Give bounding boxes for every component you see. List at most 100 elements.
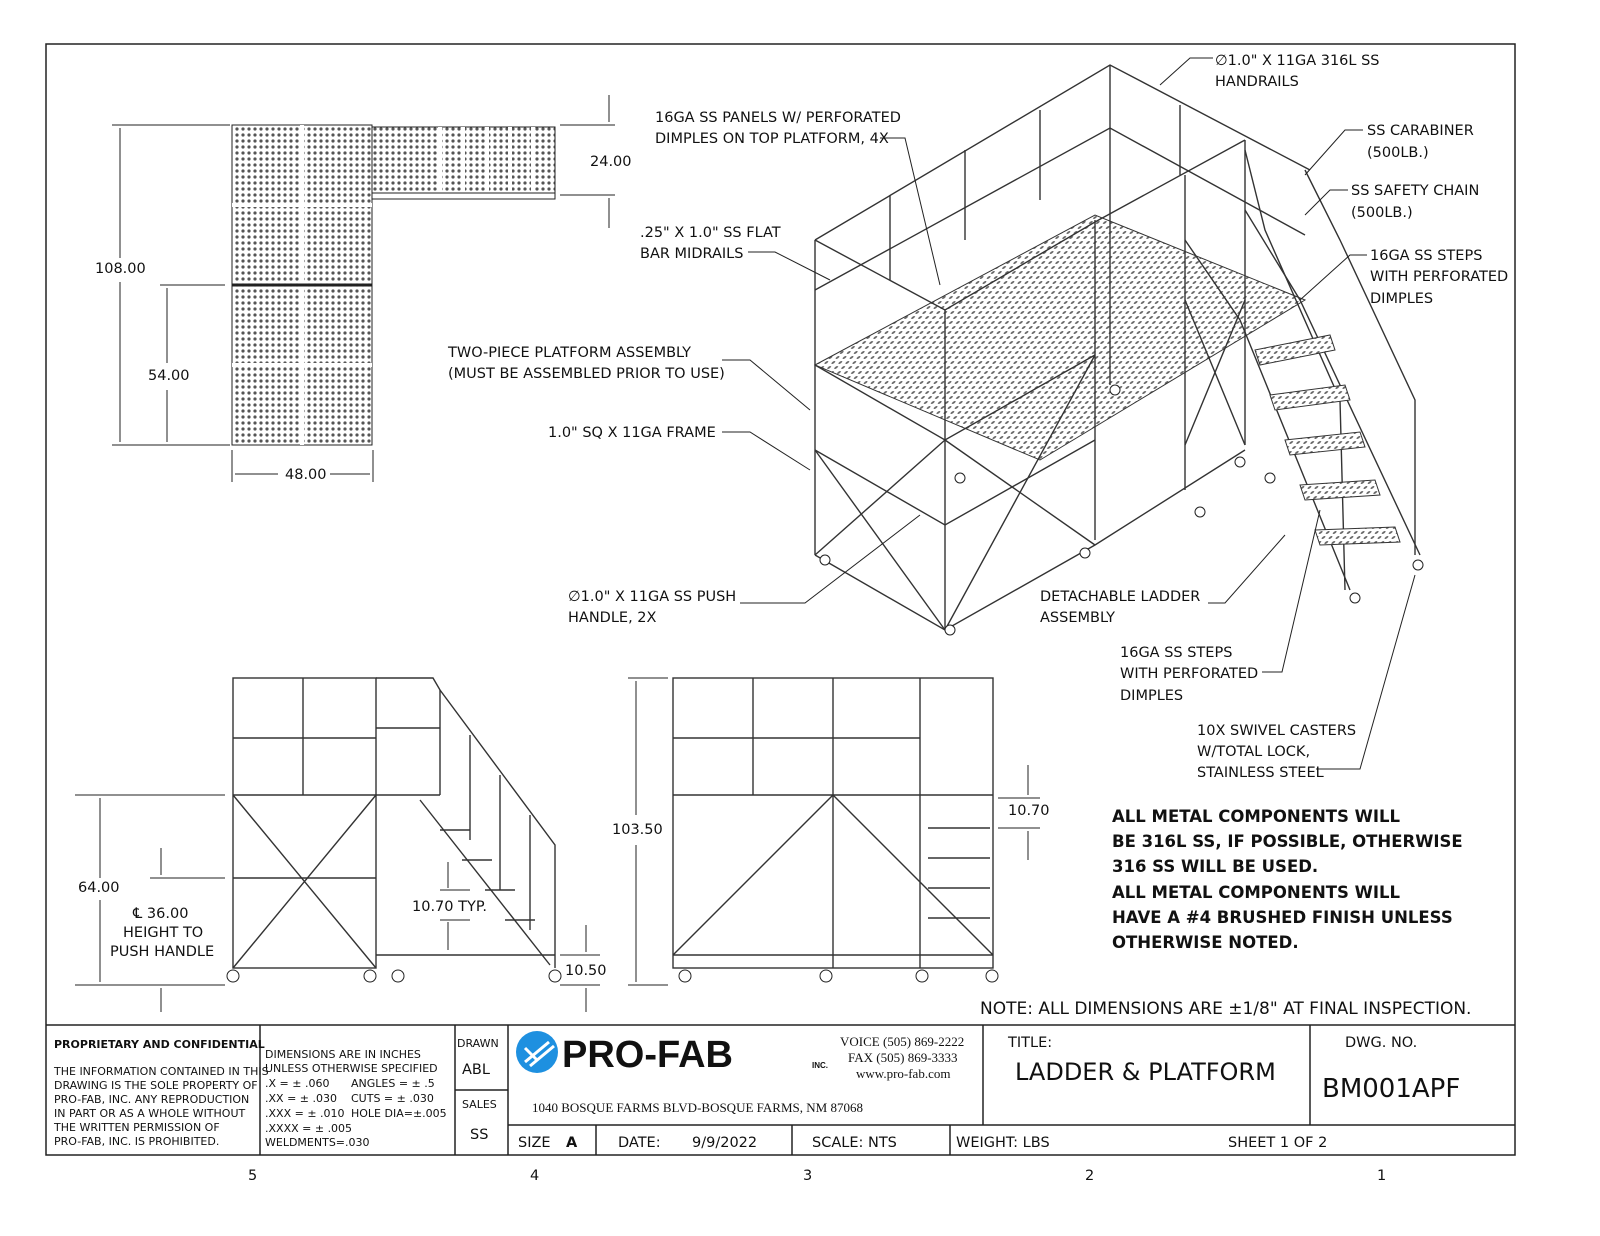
size-label: SIZE xyxy=(518,1135,551,1151)
svg-text:2: 2 xyxy=(1085,1168,1094,1184)
sales-label: SALES xyxy=(462,1098,497,1111)
front-view xyxy=(672,677,994,969)
voice-phone: VOICE (505) 869-2222 xyxy=(840,1034,964,1049)
svg-text:316 SS WILL BE USED.: 316 SS WILL BE USED. xyxy=(1112,857,1318,876)
svg-text:.XX = ± .030: .XX = ± .030 xyxy=(265,1092,337,1105)
svg-text:BE 316L SS, IF POSSIBLE, OTHER: BE 316L SS, IF POSSIBLE, OTHERWISE xyxy=(1112,832,1463,851)
proprietary-block: PROPRIETARY AND CONFIDENTIAL THE INFORMA… xyxy=(53,1038,269,1148)
svg-text:10X SWIVEL CASTERS: 10X SWIVEL CASTERS xyxy=(1197,723,1356,739)
dwg-no: BM001APF xyxy=(1322,1074,1460,1104)
svg-text:INC.: INC. xyxy=(812,1061,828,1070)
svg-text:DRAWING IS THE SOLE PROPERTY O: DRAWING IS THE SOLE PROPERTY OF xyxy=(54,1079,258,1092)
sales-value: SS xyxy=(470,1127,488,1143)
side-view xyxy=(232,677,556,969)
address: 1040 BOSQUE FARMS BLVD-BOSQUE FARMS, NM … xyxy=(532,1100,863,1115)
svg-text:HANDRAILS: HANDRAILS xyxy=(1215,74,1299,90)
dim-step-typ: 10.70 TYP. xyxy=(412,899,487,915)
svg-text:ANGLES = ± .5: ANGLES = ± .5 xyxy=(351,1077,435,1090)
dim-plan-width: 48.00 xyxy=(285,467,327,483)
svg-text:1: 1 xyxy=(1377,1168,1386,1184)
date-label: DATE: xyxy=(618,1135,661,1151)
dim-overall-height: 103.50 xyxy=(612,822,663,838)
svg-text:.25" X 1.0" SS FLAT: .25" X 1.0" SS FLAT xyxy=(640,225,781,241)
svg-text:WITH PERFORATED: WITH PERFORATED xyxy=(1370,269,1508,285)
plan-view xyxy=(112,95,615,482)
date-value: 9/9/2022 xyxy=(692,1135,757,1151)
svg-text:PRO-FAB, INC. ANY REPRODUCTIO: PRO-FAB, INC. ANY REPRODUCTION xyxy=(54,1093,249,1106)
callout-leaders xyxy=(722,57,1416,770)
tolerance-block: DIMENSIONS ARE IN INCHES UNLESS OTHERWIS… xyxy=(265,1048,447,1149)
sheet-number: SHEET 1 OF 2 xyxy=(1228,1135,1327,1151)
svg-text:3: 3 xyxy=(803,1168,812,1184)
size-value: A xyxy=(566,1135,578,1151)
svg-text:SS CARABINER: SS CARABINER xyxy=(1367,123,1474,139)
svg-text:DIMPLES: DIMPLES xyxy=(1120,688,1183,704)
material-notes: ALL METAL COMPONENTS WILL BE 316L SS, IF… xyxy=(1112,807,1463,952)
sheet-border xyxy=(45,43,1516,1156)
isometric-view xyxy=(813,64,1424,636)
svg-text:THE INFORMATION CONTAINED IN T: THE INFORMATION CONTAINED IN THIS xyxy=(53,1065,269,1078)
svg-text:DIMPLES ON TOP PLATFORM, 4X: DIMPLES ON TOP PLATFORM, 4X xyxy=(655,131,889,147)
fax-number: FAX (505) 869-3333 xyxy=(848,1050,958,1065)
svg-text:BAR MIDRAILS: BAR MIDRAILS xyxy=(640,246,743,262)
dim-plan-ext: 24.00 xyxy=(590,154,632,170)
dim-push-handle: ℄ 36.00 xyxy=(132,906,188,922)
dwg-no-label: DWG. NO. xyxy=(1345,1035,1417,1051)
title-block-grid xyxy=(46,1024,1515,1155)
svg-text:∅1.0" X 11GA 316L SS: ∅1.0" X 11GA 316L SS xyxy=(1215,53,1380,69)
dim-push-handle-label: PUSH HANDLE xyxy=(110,944,214,960)
svg-text:HANDLE, 2X: HANDLE, 2X xyxy=(568,610,657,626)
svg-text:W/TOTAL LOCK,: W/TOTAL LOCK, xyxy=(1197,744,1310,760)
svg-text:(500LB.): (500LB.) xyxy=(1367,145,1429,161)
svg-text:ASSEMBLY: ASSEMBLY xyxy=(1040,610,1115,626)
svg-text:PROPRIETARY AND CONFIDENTIAL: PROPRIETARY AND CONFIDENTIAL xyxy=(54,1038,265,1051)
svg-text:SS SAFETY CHAIN: SS SAFETY CHAIN xyxy=(1351,183,1479,199)
svg-text:THE WRITTEN PERMISSION OF: THE WRITTEN PERMISSION OF xyxy=(53,1121,220,1134)
dim-plan-half: 54.00 xyxy=(148,368,190,384)
svg-text:.XXXX = ± .005: .XXXX = ± .005 xyxy=(265,1122,352,1135)
dim-plan-length: 108.00 xyxy=(95,261,146,277)
svg-text:UNLESS OTHERWISE SPECIFIED: UNLESS OTHERWISE SPECIFIED xyxy=(265,1062,438,1075)
callouts: ∅1.0" X 11GA 316L SS HANDRAILS 16GA SS P… xyxy=(447,53,1508,781)
svg-text:16GA SS PANELS W/ PERFORATED: 16GA SS PANELS W/ PERFORATED xyxy=(655,110,901,126)
svg-text:1.0" SQ X 11GA FRAME: 1.0" SQ X 11GA FRAME xyxy=(548,425,716,441)
svg-text:4: 4 xyxy=(530,1168,539,1184)
svg-text:WELDMENTS=.030: WELDMENTS=.030 xyxy=(265,1136,370,1149)
svg-text:DIMENSIONS ARE IN INCHES: DIMENSIONS ARE IN INCHES xyxy=(265,1048,421,1061)
svg-text:.X = ± .060: .X = ± .060 xyxy=(265,1077,329,1090)
svg-text:TWO-PIECE PLATFORM ASSEMBLY: TWO-PIECE PLATFORM ASSEMBLY xyxy=(447,345,691,361)
svg-text:ALL METAL COMPONENTS WILL: ALL METAL COMPONENTS WILL xyxy=(1112,807,1401,826)
svg-text:16GA SS STEPS: 16GA SS STEPS xyxy=(1120,645,1232,661)
svg-text:16GA SS STEPS: 16GA SS STEPS xyxy=(1370,248,1482,264)
svg-text:∅1.0" X 11GA SS PUSH: ∅1.0" X 11GA SS PUSH xyxy=(568,589,736,605)
svg-text:OTHERWISE NOTED.: OTHERWISE NOTED. xyxy=(1112,933,1299,952)
dim-step-front: 10.70 xyxy=(1008,803,1050,819)
svg-text:CUTS = ± .030: CUTS = ± .030 xyxy=(351,1092,434,1105)
svg-text:WITH PERFORATED: WITH PERFORATED xyxy=(1120,666,1258,682)
svg-text:DIMPLES: DIMPLES xyxy=(1370,291,1433,307)
svg-text:PRO-FAB, INC. IS PROHIBITED.: PRO-FAB, INC. IS PROHIBITED. xyxy=(54,1135,219,1148)
tolerance-note: NOTE: ALL DIMENSIONS ARE ±1/8" AT FINAL … xyxy=(980,999,1471,1019)
dim-first-step: 10.50 xyxy=(565,963,607,979)
svg-text:(MUST BE ASSEMBLED PRIOR TO US: (MUST BE ASSEMBLED PRIOR TO USE) xyxy=(448,366,725,382)
svg-text:(500LB.): (500LB.) xyxy=(1351,205,1413,221)
svg-text:IN PART OR AS A WHOLE WITHOUT: IN PART OR AS A WHOLE WITHOUT xyxy=(54,1107,246,1120)
scale: SCALE: NTS xyxy=(812,1135,897,1151)
dim-push-handle-label: HEIGHT TO xyxy=(123,925,203,941)
svg-text:.XXX = ± .010: .XXX = ± .010 xyxy=(265,1107,345,1120)
weight: WEIGHT: LBS xyxy=(956,1135,1050,1151)
company-logo: PRO-FAB INC. xyxy=(516,1031,828,1076)
drawn-label: DRAWN xyxy=(457,1037,499,1050)
svg-text:HOLE DIA=±.005: HOLE DIA=±.005 xyxy=(351,1107,447,1120)
website: www.pro-fab.com xyxy=(856,1066,950,1081)
drawn-value: ABL xyxy=(462,1062,490,1078)
svg-text:HAVE A #4 BRUSHED FINISH UNLES: HAVE A #4 BRUSHED FINISH UNLESS xyxy=(1112,908,1453,927)
svg-text:PRO-FAB: PRO-FAB xyxy=(562,1034,733,1076)
svg-text:5: 5 xyxy=(248,1168,257,1184)
svg-text:ALL METAL COMPONENTS WILL: ALL METAL COMPONENTS WILL xyxy=(1112,883,1401,902)
svg-text:STAINLESS STEEL: STAINLESS STEEL xyxy=(1197,765,1324,781)
title-label: TITLE: xyxy=(1007,1035,1052,1051)
svg-text:DETACHABLE LADDER: DETACHABLE LADDER xyxy=(1040,589,1200,605)
dim-side-height: 64.00 xyxy=(78,880,120,896)
